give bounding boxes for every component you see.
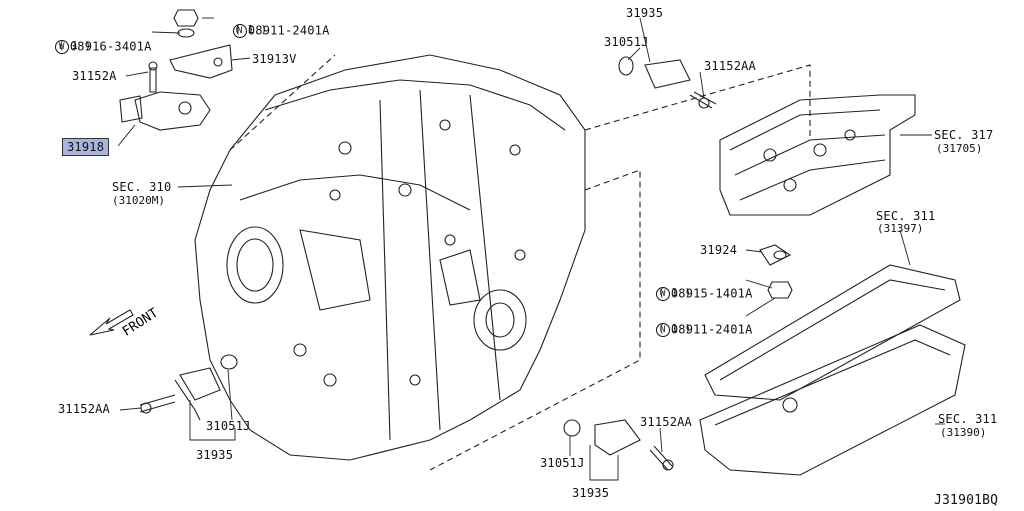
nut-08911-mid: [767, 281, 793, 299]
oring-31051j-top: [618, 56, 634, 76]
callout-31935-left: 31935: [196, 448, 234, 462]
oring-31051j-left: [220, 354, 238, 370]
bolt-31152a-top: [149, 67, 157, 93]
oil-pan: [699, 324, 966, 476]
callout-sec310-code: (31020M): [112, 194, 165, 207]
callout-sec317-code: (31705): [936, 142, 983, 155]
callout-31918[interactable]: 31918: [62, 138, 110, 156]
callout-31935-bottom: 31935: [572, 486, 610, 500]
control-valve-body: [719, 94, 916, 216]
washer-top: [177, 28, 195, 38]
callout-sec310-title: SEC. 310: [112, 180, 172, 194]
part-number: 08915-1401A: [670, 286, 753, 301]
qty-n-08911-top: ( 1 ): [234, 23, 268, 36]
callout-sec311a-title: SEC. 311: [876, 209, 936, 223]
callout-31051j-top: 31051J: [604, 35, 649, 49]
callout-sec317-title: SEC. 317: [934, 128, 994, 142]
diagram-code: J31901BQ: [934, 493, 999, 508]
part-number: 08911-2401A: [247, 23, 330, 38]
callout-31051j-bottom: 31051J: [540, 456, 585, 470]
qty-n-08911-mid: ( 1 ): [658, 322, 692, 335]
output-flange: [473, 289, 527, 351]
callout-31152aa-top: 31152AA: [704, 59, 756, 73]
oil-strainer: [704, 264, 961, 401]
sensor-31935-left: [179, 367, 221, 401]
callout-31913v: 31913V: [252, 52, 297, 66]
callout-31935-top: 31935: [626, 6, 664, 20]
highlighted-part-31918[interactable]: 31918: [62, 138, 110, 156]
oring-31051j-bottom: [563, 419, 581, 437]
callout-31152a-top: 31152A: [72, 69, 117, 83]
callout-31051j-left: 31051J: [206, 419, 251, 433]
nut-symbol-icon: N: [655, 323, 670, 337]
sensor-31935-top: [644, 59, 691, 89]
transmission-case: [194, 54, 586, 461]
bracket-31913v: [169, 44, 233, 79]
nut-symbol-icon: N: [232, 24, 247, 38]
bracket-31924: [759, 244, 792, 266]
washer-symbol-icon: W: [655, 287, 670, 301]
front-arrow: [89, 309, 134, 336]
callout-31152aa-bottom: 31152AA: [640, 415, 692, 429]
sensor-31935-bottom: [594, 419, 641, 456]
qty-w-08915: ( 1 ): [658, 286, 692, 299]
callout-sec311b-title: SEC. 311: [938, 412, 998, 426]
washer-31924: [773, 250, 787, 260]
callout-sec311b-code: (31390): [940, 426, 987, 439]
washer-symbol-icon: W: [54, 40, 69, 54]
callout-31924: 31924: [700, 243, 738, 257]
sensor-31918: [134, 91, 211, 131]
bell-housing-opening: [226, 226, 284, 304]
callout-sec311a-code: (31397): [877, 222, 924, 235]
callout-31152aa-left: 31152AA: [58, 402, 110, 416]
nut-top: [173, 9, 199, 27]
bolt-31152aa-bottom: [649, 445, 673, 471]
qty-w-08916: ( 1 ): [58, 39, 92, 52]
part-number: 08916-3401A: [69, 39, 152, 54]
part-number: 08911-2401A: [670, 322, 753, 337]
